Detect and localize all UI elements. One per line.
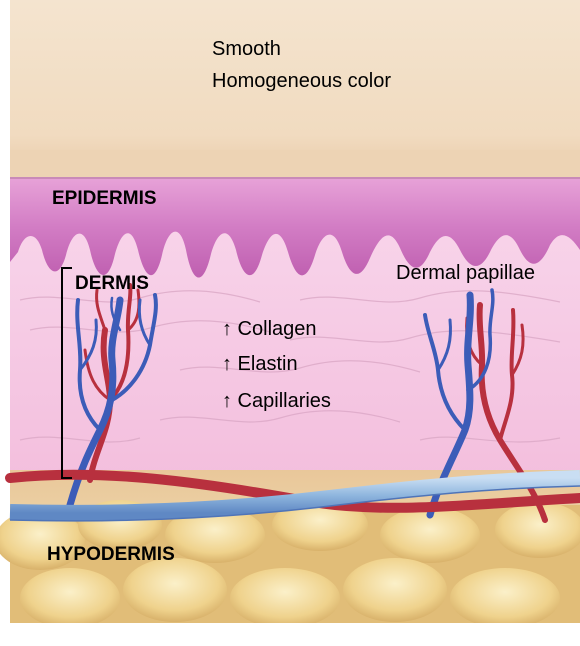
elastin-label: ↑ Elastin	[222, 353, 298, 376]
surface-text-smooth: Smooth	[212, 38, 281, 61]
dermal-papillae-label: Dermal papillae	[396, 262, 535, 285]
hypodermis-label: HYPODERMIS	[47, 544, 175, 566]
dermis-label: DERMIS	[75, 273, 149, 295]
figure-bottom-area	[0, 623, 580, 646]
collagen-label: ↑ Collagen	[222, 318, 317, 341]
surface-edge	[10, 150, 580, 180]
epidermis-label: EPIDERMIS	[52, 188, 157, 210]
surface-text-homogeneous-color: Homogeneous color	[212, 70, 391, 93]
capillaries-label: ↑ Capillaries	[222, 390, 331, 413]
